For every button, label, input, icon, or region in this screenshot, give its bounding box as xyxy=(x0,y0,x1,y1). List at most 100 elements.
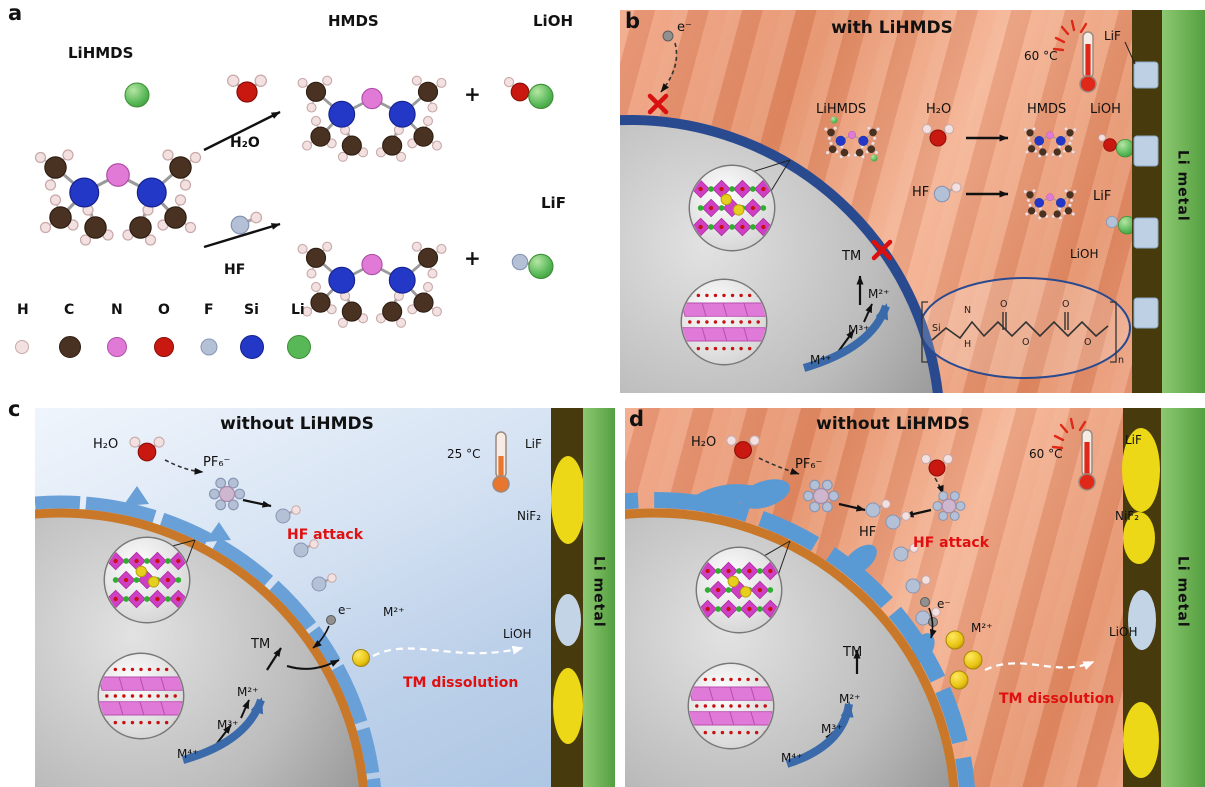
lioh-molecule xyxy=(503,76,555,110)
tm-escape-arrow xyxy=(286,659,340,670)
m3-label: M³⁺ xyxy=(821,722,843,736)
lihmds-molecule xyxy=(33,148,203,247)
polymer-n: N xyxy=(964,305,972,316)
hf-arrow-label: HF xyxy=(224,262,246,278)
m4-m3-arrow xyxy=(837,329,855,353)
deposit-lif-label: LiF xyxy=(525,437,542,451)
spinel-structure-inset xyxy=(689,165,775,251)
m3-m2-arrow xyxy=(240,699,250,719)
tm-label: TM xyxy=(842,249,862,264)
reaction-arrow-hf xyxy=(203,222,281,249)
heat-rays-icon xyxy=(1051,417,1087,450)
temperature-label: 60 °C xyxy=(1029,447,1063,461)
hmds-molecule-top xyxy=(296,74,448,163)
hf-molecule xyxy=(904,574,932,595)
deposit-nif2-label: NiF₂ xyxy=(517,509,542,523)
hf-attack-label: HF attack xyxy=(287,527,364,543)
m2-label: M²⁺ xyxy=(839,692,861,706)
li-metal-label: Li metal xyxy=(590,556,607,628)
li-metal-strip xyxy=(583,408,615,787)
lioh-label: LiOH xyxy=(1090,102,1121,117)
hf-molecule xyxy=(274,504,302,525)
reaction-arrow-h2o xyxy=(203,110,281,152)
legend-ball-Si xyxy=(240,335,264,359)
legend-ball-F xyxy=(200,338,218,356)
heat-rays-icon xyxy=(1052,19,1088,52)
deposit-lif-label: LiF xyxy=(1104,29,1121,43)
oxidation-curve-arrow xyxy=(785,701,854,768)
cathode-particle xyxy=(620,115,943,393)
h2o-label: H₂O xyxy=(691,435,717,450)
legend-label-O: O xyxy=(158,302,170,318)
tm-ion-ball xyxy=(945,630,965,650)
panel-c: without LiHMDS 25 °C H₂O PF₆⁻ HF attack … xyxy=(35,408,615,787)
h2o-label: H₂O xyxy=(926,102,952,117)
sei-layer xyxy=(1122,408,1161,787)
panel-c-title: without LiHMDS xyxy=(220,414,374,434)
thermometer-icon xyxy=(1078,429,1096,491)
panel-b: b with LiHMDS e⁻ LiHMDS H₂O HMDS LiOH HF… xyxy=(620,10,1205,393)
lioh-deposit xyxy=(555,594,581,646)
spinel-structure-inset xyxy=(696,547,782,633)
electron-path xyxy=(660,42,678,93)
panel-a: a LiHMDS HMDS LiOH H₂O HF + + LiF H C N … xyxy=(0,0,618,402)
m3-m2-arrow xyxy=(863,303,873,323)
legend-label-C: C xyxy=(64,302,75,318)
legend-label-N: N xyxy=(111,302,123,318)
coating-fragment xyxy=(123,486,149,506)
temperature-label: 60 °C xyxy=(1024,49,1058,63)
pf6-to-hf-arrow xyxy=(838,502,866,512)
panel-c-graphics xyxy=(35,408,615,787)
m4-label: M⁴⁺ xyxy=(810,353,832,367)
polymer-h: H xyxy=(964,339,972,350)
inset-callout-lines xyxy=(751,159,791,197)
tm-arrow xyxy=(266,647,282,671)
lioh-deposit xyxy=(1128,590,1156,650)
sei-layer xyxy=(1124,10,1162,393)
legend-label-Li: Li xyxy=(291,302,305,318)
polymer-o3: O xyxy=(1062,299,1070,310)
panel-d-graphics xyxy=(625,408,1205,787)
electron-ball xyxy=(326,615,336,625)
hf-label: HF xyxy=(859,525,877,540)
deposit-lif-label: LiF xyxy=(1125,433,1142,447)
panel-letter-b: b xyxy=(625,10,641,33)
pf6-molecule xyxy=(802,479,840,513)
panel-letter-d: d xyxy=(629,408,645,431)
m2-label: M²⁺ xyxy=(868,287,890,301)
panel-letter-c: c xyxy=(8,397,21,421)
polymer-oval xyxy=(919,277,1131,379)
legend-label-Si: Si xyxy=(244,302,259,318)
m2-label: M²⁺ xyxy=(237,685,259,699)
panel-b-title: with LiHMDS xyxy=(831,18,953,38)
water-molecule-2 xyxy=(920,453,954,478)
m3-label: M³⁺ xyxy=(848,323,870,337)
oxidation-curve-arrow xyxy=(181,697,265,764)
m4-label: M⁴⁺ xyxy=(177,747,199,761)
hf-attack-label: HF attack xyxy=(913,535,990,551)
coating-blob xyxy=(739,479,791,509)
coating-blob xyxy=(843,544,877,576)
nif2-deposit xyxy=(551,456,585,544)
blocked-electron-x-icon xyxy=(650,96,666,112)
lithium-atom xyxy=(124,82,150,108)
polymer-o2: O xyxy=(1022,337,1030,348)
tm-dissolution-label: TM dissolution xyxy=(999,691,1115,707)
lihmds-label: LiHMDS xyxy=(816,102,867,117)
nif2-deposit xyxy=(1123,702,1159,778)
hf-molecule xyxy=(864,498,892,519)
tm-dissolution-label: TM dissolution xyxy=(403,675,519,691)
lioh-title: LiOH xyxy=(533,12,574,30)
h2o-arrow-label: H₂O xyxy=(230,135,260,151)
spinel-structure-inset xyxy=(104,537,190,623)
lif-title: LiF xyxy=(541,194,566,212)
electron-entry-arrow xyxy=(928,607,937,639)
panel-a-graphics xyxy=(15,73,555,359)
temperature-label: 25 °C xyxy=(447,447,481,461)
coating-blob xyxy=(911,633,935,663)
reaction-row-2 xyxy=(932,181,1137,235)
legend-label-F: F xyxy=(204,302,214,318)
deposit-lioh-label: LiOH xyxy=(503,627,532,641)
plus-sign-bottom: + xyxy=(464,246,481,270)
legend-ball-Li xyxy=(287,335,311,359)
